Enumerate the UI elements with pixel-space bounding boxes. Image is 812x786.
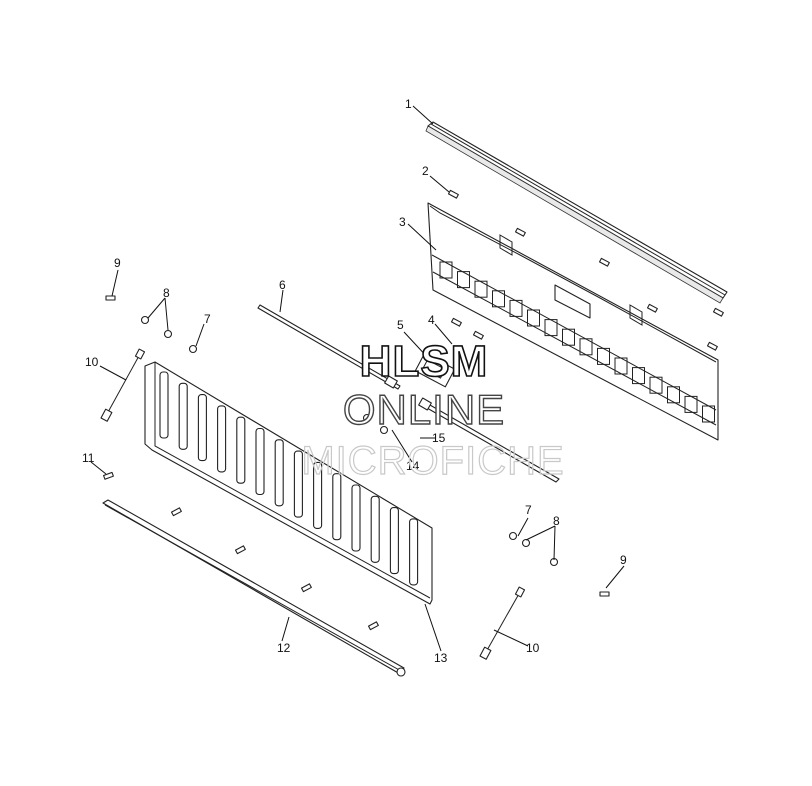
bolt bbox=[300, 583, 312, 593]
panel-slot bbox=[255, 427, 265, 496]
panel-rib bbox=[649, 376, 663, 394]
panel-rib bbox=[579, 338, 593, 356]
part-12-bottom-rail bbox=[102, 499, 406, 677]
panel-rib bbox=[632, 367, 645, 385]
panel-slot bbox=[197, 394, 207, 462]
bolt bbox=[103, 471, 114, 480]
panel-slot bbox=[389, 507, 399, 575]
panel-rib bbox=[597, 347, 610, 365]
callout-7-right: 7 bbox=[525, 503, 532, 517]
panel-rib bbox=[492, 290, 505, 308]
callout-15: 15 bbox=[432, 431, 446, 445]
panel-slot bbox=[351, 484, 361, 552]
panel-rib bbox=[614, 357, 628, 375]
callout-4: 4 bbox=[428, 313, 435, 327]
panel-slot bbox=[159, 371, 169, 439]
watermark-line-2: ONLINE bbox=[343, 386, 505, 433]
nut bbox=[140, 315, 150, 325]
panel-rib bbox=[457, 271, 470, 289]
bolt bbox=[170, 507, 182, 517]
nut bbox=[362, 413, 372, 423]
nut bbox=[508, 531, 518, 541]
part-1-top-cap bbox=[425, 121, 728, 304]
part-10-cable-left bbox=[100, 348, 146, 422]
bolt bbox=[472, 330, 484, 340]
panel-rib bbox=[667, 386, 680, 404]
nut bbox=[379, 425, 389, 435]
panel-slot bbox=[313, 461, 323, 529]
callout-6: 6 bbox=[279, 278, 286, 292]
callout-2: 2 bbox=[422, 164, 429, 178]
callout-8-right: 8 bbox=[553, 514, 560, 528]
panel-rib bbox=[702, 405, 715, 423]
part-10-cable-right bbox=[479, 586, 526, 660]
bolt bbox=[646, 303, 658, 313]
part-13-outer-panel bbox=[144, 361, 433, 605]
panel-rib bbox=[509, 299, 523, 317]
callout-9-left: 9 bbox=[114, 256, 121, 270]
panel-slot bbox=[370, 495, 380, 563]
panel-rib bbox=[544, 319, 558, 337]
callout-3: 3 bbox=[399, 215, 406, 229]
watermark-line-1: HLSM bbox=[360, 337, 489, 386]
bolt bbox=[712, 307, 724, 317]
callout-10-left: 10 bbox=[85, 355, 99, 369]
panel-slot bbox=[274, 439, 284, 507]
panel-rib bbox=[527, 309, 540, 327]
part-6-rod-upper bbox=[257, 304, 401, 390]
part-3-inner-panel bbox=[427, 202, 719, 441]
panel-rib bbox=[684, 395, 698, 413]
panel-slot bbox=[293, 450, 303, 518]
bolt bbox=[450, 317, 462, 327]
callout-9-right: 9 bbox=[620, 553, 627, 567]
panel-rib bbox=[474, 280, 488, 298]
rod-lower bbox=[418, 397, 560, 483]
bolt bbox=[706, 341, 718, 351]
bolt bbox=[234, 545, 246, 555]
part-5-latch bbox=[414, 352, 456, 388]
bolt bbox=[599, 591, 610, 597]
bolt bbox=[105, 295, 116, 301]
callout-5: 5 bbox=[397, 318, 404, 332]
panel-slot bbox=[217, 405, 227, 473]
callout-1: 1 bbox=[405, 97, 412, 111]
bolt bbox=[598, 257, 610, 267]
bolt bbox=[367, 621, 379, 631]
panel-rib bbox=[562, 328, 575, 346]
nut bbox=[521, 538, 531, 548]
watermark: HLSM ONLINE MICROFICHE bbox=[301, 336, 565, 483]
panel-slot bbox=[409, 518, 419, 586]
callout-12: 12 bbox=[277, 641, 291, 655]
panel-slot bbox=[332, 473, 342, 541]
panel-slot bbox=[236, 416, 246, 484]
callout-13: 13 bbox=[434, 651, 448, 665]
fastener-hardware bbox=[103, 189, 724, 631]
bolt bbox=[514, 227, 526, 237]
watermark-line-3: MICROFICHE bbox=[301, 439, 564, 483]
panel-slot bbox=[178, 382, 188, 450]
nut bbox=[163, 329, 173, 339]
callout-14: 14 bbox=[406, 459, 420, 473]
panel-rib bbox=[439, 261, 453, 279]
callout-10-right: 10 bbox=[526, 641, 540, 655]
callout-8-left: 8 bbox=[163, 286, 170, 300]
callout-7-left: 7 bbox=[204, 312, 211, 326]
bolt bbox=[447, 189, 459, 199]
nut bbox=[188, 344, 198, 354]
leader-lines bbox=[90, 105, 625, 652]
callout-labels: 1 2 3 4 5 6 7 8 9 10 11 12 13 14 15 7 8 … bbox=[82, 97, 627, 665]
callout-11: 11 bbox=[82, 451, 95, 465]
